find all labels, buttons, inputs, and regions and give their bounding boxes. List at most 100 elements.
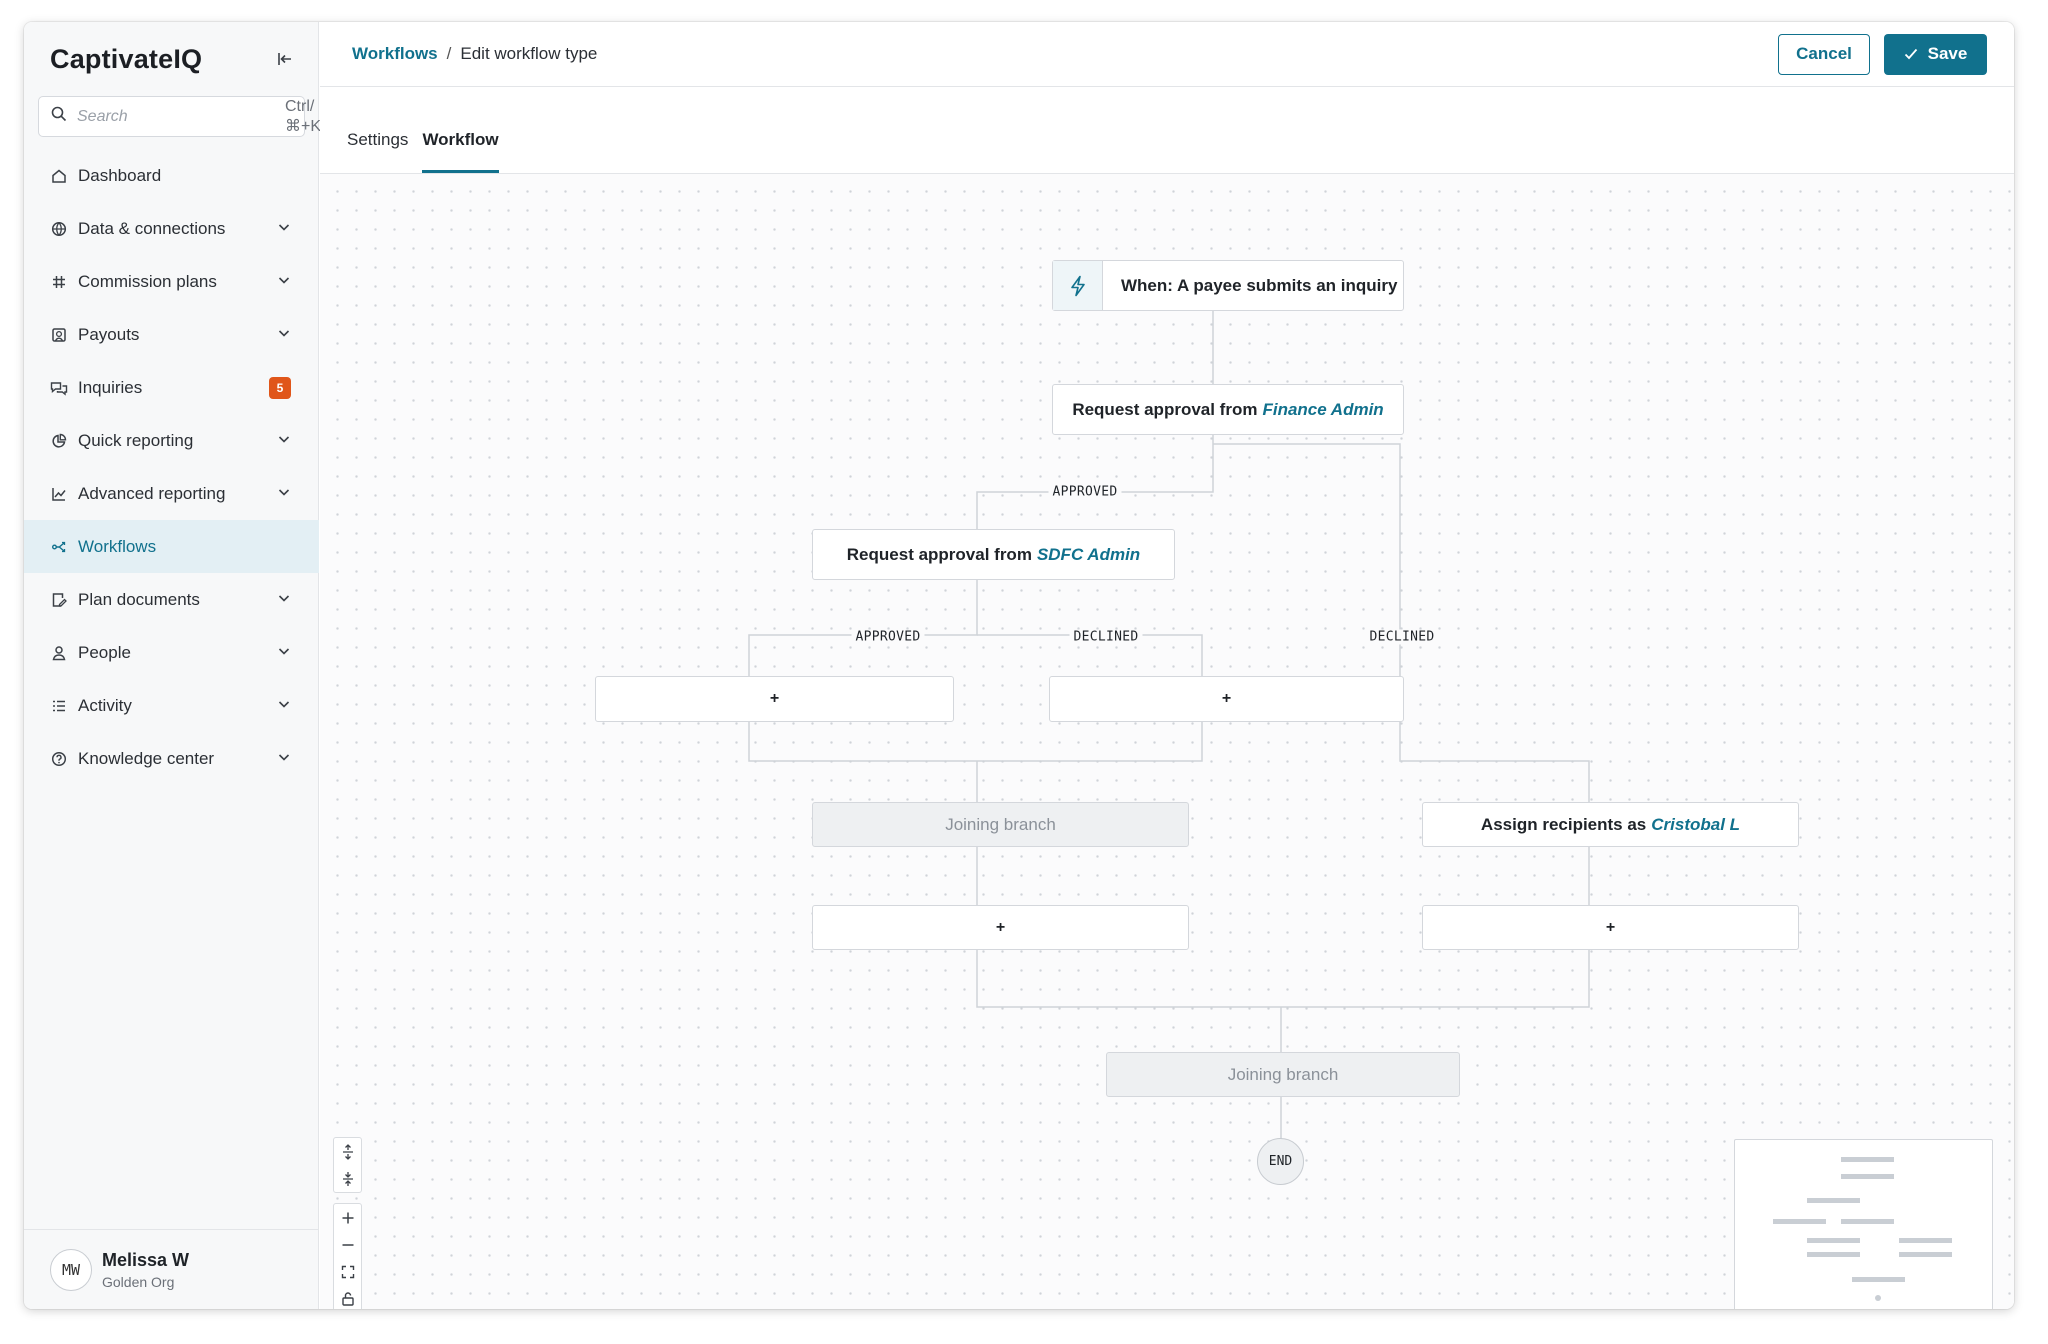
chevron-down-icon[interactable] (277, 484, 291, 504)
trigger-node[interactable]: When: A payee submits an inquiry (1052, 260, 1404, 311)
sidebar-item-label: Plan documents (78, 589, 200, 609)
approval-prefix: Request approval from (846, 544, 1032, 564)
chevron-down-icon[interactable] (277, 643, 291, 663)
recipient-link[interactable]: Cristobal L (1651, 814, 1741, 834)
sidebar-item-label: Commission plans (78, 271, 217, 291)
save-button[interactable]: Save (1884, 33, 1987, 75)
workflow-connectors (748, 310, 1590, 1139)
user-info: Melissa W Golden Org (102, 1250, 189, 1290)
sidebar: CaptivateIQ Ctrl/⌘+K Dashboard Data & co… (24, 22, 321, 1309)
search-shortcut: Ctrl/⌘+K (285, 97, 322, 135)
approved-label: APPROVED (851, 629, 925, 645)
joining-branch-node: Joining branch (1106, 1052, 1460, 1097)
minimap-node (1807, 1252, 1860, 1257)
search-box[interactable]: Ctrl/⌘+K (38, 96, 321, 137)
tab-workflow[interactable]: Workflow (422, 130, 499, 173)
hash-icon (50, 273, 68, 291)
sidebar-item-advanced-reporting[interactable]: Advanced reporting (24, 467, 319, 520)
logo-row: CaptivateIQ (50, 38, 300, 80)
zoom-in-icon[interactable] (334, 1204, 361, 1231)
sidebar-item-workflows[interactable]: Workflows (24, 520, 319, 573)
sidebar-item-payouts[interactable]: Payouts (24, 308, 319, 361)
user-org: Golden Org (102, 1273, 175, 1290)
add-step-button[interactable]: + (812, 905, 1189, 950)
avatar[interactable]: MW (50, 1248, 92, 1291)
sidebar-item-quick-reporting[interactable]: Quick reporting (24, 414, 319, 467)
lightning-icon (1053, 261, 1103, 310)
collapse-sidebar-icon[interactable] (270, 44, 300, 74)
sidebar-item-label: Knowledge center (78, 748, 215, 768)
trigger-text: When: A payee submits an inquiry (1121, 275, 1398, 295)
chevron-down-icon[interactable] (277, 431, 291, 451)
zoom-out-icon[interactable] (334, 1231, 361, 1258)
sidebar-item-label: Quick reporting (78, 430, 194, 450)
chevron-down-icon[interactable] (277, 696, 291, 716)
pie-chart-icon (50, 432, 68, 450)
sidebar-item-label: Inquiries (78, 377, 143, 397)
collapse-vertical-icon[interactable] (334, 1165, 361, 1192)
declined-label: DECLINED (1069, 629, 1143, 645)
sidebar-item-label: Data & connections (78, 218, 226, 238)
minimap-node (1852, 1277, 1905, 1282)
layout-controls (333, 1137, 362, 1193)
minimap-node (1807, 1198, 1860, 1203)
sidebar-item-label: People (78, 642, 131, 662)
add-step-button[interactable]: + (1049, 676, 1404, 722)
list-icon (50, 697, 68, 715)
sidebar-nav: Dashboard Data & connections Commission … (24, 149, 319, 785)
sidebar-item-activity[interactable]: Activity (24, 679, 319, 732)
zoom-controls (333, 1203, 362, 1309)
workflow-minimap[interactable] (1734, 1139, 1993, 1309)
sidebar-item-plan-documents[interactable]: Plan documents (24, 573, 319, 626)
chat-icon (50, 379, 68, 397)
approval-prefix: Request approval from (1072, 399, 1258, 419)
minimap-node (1807, 1238, 1860, 1243)
workflow-canvas[interactable]: When: A payee submits an inquiry Request… (320, 174, 2014, 1309)
sidebar-item-inquiries[interactable]: Inquiries 5 (24, 361, 319, 414)
expand-vertical-icon[interactable] (334, 1138, 361, 1165)
joining-branch-node: Joining branch (812, 802, 1189, 847)
cancel-button[interactable]: Cancel (1778, 33, 1870, 75)
sidebar-item-knowledge-center[interactable]: Knowledge center (24, 732, 319, 785)
minimap-node (1899, 1238, 1952, 1243)
app-window: CaptivateIQ Ctrl/⌘+K Dashboard Data & co… (24, 22, 2014, 1309)
approver-link[interactable]: SDFC Admin (1036, 544, 1141, 564)
sidebar-item-dashboard[interactable]: Dashboard (24, 149, 319, 202)
breadcrumb-workflows-link[interactable]: Workflows (352, 44, 438, 63)
sidebar-item-people[interactable]: People (24, 626, 319, 679)
lock-icon[interactable] (334, 1285, 361, 1309)
assign-prefix: Assign recipients as (1480, 814, 1647, 834)
breadcrumb-current: Edit workflow type (460, 44, 598, 63)
minimap-node (1773, 1219, 1826, 1224)
app-logo: CaptivateIQ (50, 43, 203, 74)
tab-settings[interactable]: Settings (347, 130, 409, 149)
user-profile[interactable]: MW Melissa W Golden Org (24, 1229, 319, 1309)
sidebar-item-data-connections[interactable]: Data & connections (24, 202, 319, 255)
check-icon (1904, 48, 1917, 60)
user-name: Melissa W (102, 1249, 190, 1270)
minimap-node (1899, 1252, 1952, 1257)
sidebar-item-label: Dashboard (78, 165, 162, 185)
chevron-down-icon[interactable] (277, 219, 291, 239)
help-circle-icon (50, 750, 68, 768)
page-header: Workflows / Edit workflow type Cancel Sa… (320, 22, 2014, 87)
fit-view-icon[interactable] (334, 1258, 361, 1285)
chevron-down-icon[interactable] (277, 272, 291, 292)
add-step-button[interactable]: + (595, 676, 954, 722)
save-button-label: Save (1927, 44, 1968, 63)
breadcrumb: Workflows / Edit workflow type (352, 44, 1778, 64)
sidebar-item-commission-plans[interactable]: Commission plans (24, 255, 319, 308)
chevron-down-icon[interactable] (277, 325, 291, 345)
approver-link[interactable]: Finance Admin (1262, 399, 1384, 419)
home-icon (50, 167, 68, 185)
chevron-down-icon[interactable] (277, 590, 291, 610)
search-input[interactable] (77, 107, 285, 126)
sidebar-item-label: Activity (78, 695, 132, 715)
end-node: END (1257, 1138, 1304, 1185)
add-step-button[interactable]: + (1422, 905, 1799, 950)
chevron-down-icon[interactable] (277, 749, 291, 769)
sidebar-item-label: Advanced reporting (78, 483, 226, 503)
